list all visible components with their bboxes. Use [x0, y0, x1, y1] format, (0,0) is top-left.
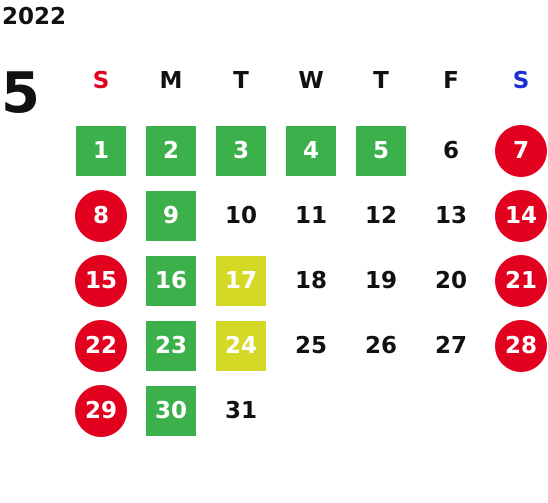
day-cell[interactable]: 6 [416, 118, 486, 183]
weekday-friday: F [443, 68, 459, 94]
day-number: 26 [364, 332, 397, 359]
day-cell[interactable]: 21 [486, 248, 548, 313]
day-number: 5 [356, 125, 406, 176]
weekday-sunday: S [92, 68, 110, 94]
day-cell[interactable]: 5 [346, 118, 416, 183]
weekday-monday: M [159, 68, 183, 94]
day-number: 18 [294, 267, 327, 294]
day-number: 12 [364, 202, 397, 229]
day-number: 9 [146, 190, 196, 241]
weekday-thursday: T [373, 68, 389, 94]
day-cell[interactable]: 1 [66, 118, 136, 183]
day-cell[interactable]: 27 [416, 313, 486, 378]
year-label: 2022 [2, 4, 67, 30]
day-cell[interactable]: 7 [486, 118, 548, 183]
day-number: 6 [442, 137, 459, 164]
day-cell[interactable]: 20 [416, 248, 486, 313]
day-number: 27 [434, 332, 467, 359]
day-cell[interactable]: 10 [206, 183, 276, 248]
day-cell[interactable]: 26 [346, 313, 416, 378]
day-number: 25 [294, 332, 327, 359]
day-cell[interactable]: 19 [346, 248, 416, 313]
month-number: 5 [1, 61, 40, 126]
day-number: 8 [75, 189, 127, 242]
day-cell[interactable]: 17 [206, 248, 276, 313]
day-number: 4 [286, 125, 336, 176]
day-number: 28 [495, 319, 547, 372]
day-cell[interactable]: 11 [276, 183, 346, 248]
day-number: 16 [146, 255, 196, 306]
day-number: 20 [434, 267, 467, 294]
day-cell[interactable]: 16 [136, 248, 206, 313]
day-cell[interactable]: 12 [346, 183, 416, 248]
day-number: 15 [75, 254, 127, 307]
day-cell[interactable]: 14 [486, 183, 548, 248]
day-cell[interactable]: 29 [66, 378, 136, 443]
day-cell[interactable]: 13 [416, 183, 486, 248]
day-cell[interactable]: 18 [276, 248, 346, 313]
day-cell[interactable]: 8 [66, 183, 136, 248]
day-number: 23 [146, 320, 196, 371]
day-number: 21 [495, 254, 547, 307]
weekday-wednesday: W [298, 68, 324, 94]
day-cell[interactable]: 31 [206, 378, 276, 443]
day-number: 19 [364, 267, 397, 294]
day-number: 1 [76, 125, 126, 176]
day-cell[interactable]: 25 [276, 313, 346, 378]
day-cell[interactable]: 28 [486, 313, 548, 378]
day-cell[interactable]: 2 [136, 118, 206, 183]
weekday-saturday: S [512, 68, 530, 94]
day-number: 10 [224, 202, 257, 229]
weekday-header: S M T W T F S [66, 64, 548, 98]
day-cell[interactable]: 9 [136, 183, 206, 248]
day-number: 17 [216, 255, 266, 306]
day-number: 31 [224, 397, 257, 424]
day-cell[interactable]: 24 [206, 313, 276, 378]
day-number: 29 [75, 384, 127, 437]
day-number: 30 [146, 385, 196, 436]
day-number: 3 [216, 125, 266, 176]
day-cell[interactable]: 15 [66, 248, 136, 313]
day-cell[interactable]: 3 [206, 118, 276, 183]
day-cell[interactable]: 4 [276, 118, 346, 183]
day-number: 13 [434, 202, 467, 229]
day-number: 14 [495, 189, 547, 242]
day-cell[interactable]: 30 [136, 378, 206, 443]
day-number: 11 [294, 202, 327, 229]
day-cell[interactable]: 22 [66, 313, 136, 378]
weekday-tuesday: T [233, 68, 249, 94]
day-cell[interactable]: 23 [136, 313, 206, 378]
day-number: 24 [216, 320, 266, 371]
day-number: 22 [75, 319, 127, 372]
day-number: 2 [146, 125, 196, 176]
day-number: 7 [495, 124, 547, 177]
